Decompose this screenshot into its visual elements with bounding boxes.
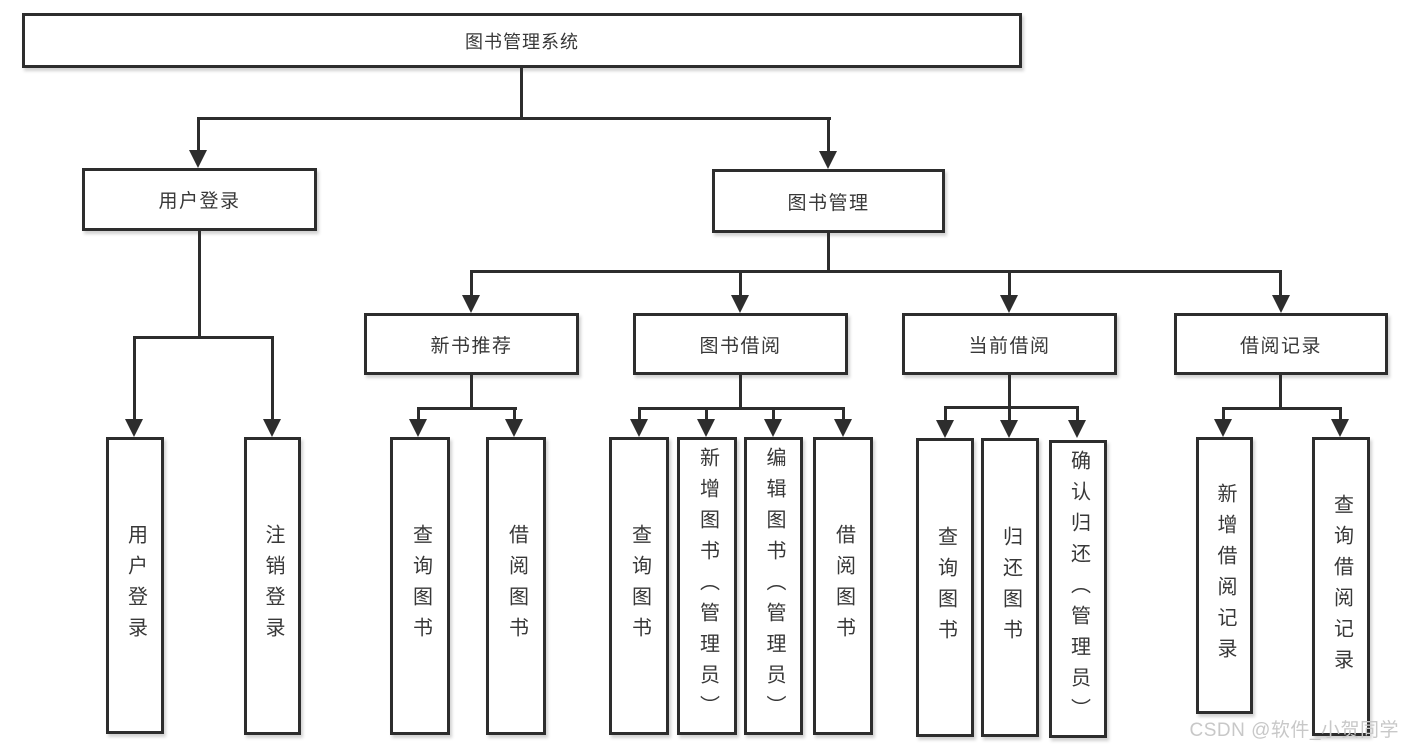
node-borrowing-records-label: 借阅记录	[1239, 335, 1322, 357]
connector-stem-current-borrowing	[1008, 270, 1011, 298]
connector-stem-add-borrow-record	[1222, 407, 1225, 422]
connector-stem-add-books-admin	[705, 407, 708, 422]
connector-stem-borrow-books-2	[842, 407, 845, 422]
connector-new-book-recommend-hline	[417, 407, 517, 410]
node-leaf-logout-label: 注销登录	[262, 524, 284, 648]
arrow-to-query-borrow-record-icon	[1331, 419, 1349, 437]
connector-stem-leaf-user-login	[133, 336, 136, 421]
csdn-watermark: CSDN @软件_小贺同学	[1189, 720, 1399, 741]
connector-stem-user-login	[197, 117, 200, 152]
node-root-label: 图书管理系统	[465, 31, 579, 52]
connector-new-book-recommend-stem	[470, 375, 473, 410]
node-borrowing-records: 借阅记录	[1174, 313, 1388, 375]
node-leaf-borrow-books-1-label: 借阅图书	[505, 524, 528, 648]
arrow-to-confirm-return-admin-icon	[1068, 420, 1086, 438]
node-leaf-query-borrow-record: 查询借阅记录	[1312, 437, 1370, 736]
node-leaf-logout: 注销登录	[244, 437, 301, 735]
node-leaf-edit-books-admin-label: 编辑图书（管理员）	[763, 446, 785, 726]
node-current-borrowing: 当前借阅	[902, 313, 1117, 375]
node-leaf-add-books-admin-label: 新增图书（管理员）	[696, 446, 719, 726]
node-leaf-borrow-books-2: 借阅图书	[813, 437, 873, 735]
connector-stem-confirm-return-admin	[1076, 406, 1079, 422]
connector-book-management-stem	[827, 233, 830, 273]
connector-user-login-stem	[198, 230, 201, 339]
arrow-to-query-books-3-icon	[936, 420, 954, 438]
node-leaf-add-books-admin: 新增图书（管理员）	[677, 437, 737, 735]
node-leaf-return-books-label: 归还图书	[999, 525, 1022, 650]
connector-stem-borrow-books-1	[513, 407, 516, 422]
arrow-to-leaf-user-login-icon	[125, 419, 143, 437]
connector-level2-hline	[470, 270, 1282, 273]
arrow-to-borrow-books-2-icon	[834, 419, 852, 437]
arrow-to-query-books-1-icon	[409, 419, 427, 437]
node-book-borrowing: 图书借阅	[633, 313, 848, 375]
arrow-to-return-books-icon	[1000, 420, 1018, 438]
connector-borrowing-records-hline	[1222, 407, 1342, 410]
node-leaf-query-borrow-record-label: 查询借阅记录	[1330, 493, 1353, 680]
arrow-to-add-books-admin-icon	[697, 419, 715, 437]
node-leaf-query-books-3: 查询图书	[916, 438, 974, 737]
node-leaf-edit-books-admin: 编辑图书（管理员）	[744, 437, 803, 735]
connector-user-login-hline	[133, 336, 273, 339]
connector-stem-borrowing-records	[1279, 270, 1282, 298]
node-leaf-borrow-books-1: 借阅图书	[486, 437, 546, 735]
node-book-management-label: 图书管理	[787, 192, 870, 214]
node-leaf-query-books-1-label: 查询图书	[409, 524, 432, 648]
node-leaf-query-books-2-label: 查询图书	[628, 524, 651, 648]
node-book-borrowing-label: 图书借阅	[699, 335, 782, 357]
connector-stem-return-books	[1008, 406, 1011, 422]
node-leaf-query-books-2: 查询图书	[609, 437, 669, 735]
connector-stem-edit-books-admin	[772, 407, 775, 422]
arrow-to-new-book-recommend-icon	[462, 295, 480, 313]
node-leaf-borrow-books-2-label: 借阅图书	[832, 524, 855, 648]
node-leaf-add-borrow-record: 新增借阅记录	[1196, 437, 1253, 714]
connector-current-borrowing-hline	[944, 406, 1079, 409]
connector-stem-leaf-logout	[271, 336, 274, 421]
node-user-login: 用户登录	[82, 168, 317, 231]
connector-stem-query-borrow-record	[1339, 407, 1342, 422]
node-leaf-confirm-return-admin-label: 确认归还（管理员）	[1067, 449, 1090, 729]
connector-level1-hline	[197, 117, 831, 120]
node-leaf-add-borrow-record-label: 新增借阅记录	[1214, 482, 1236, 669]
arrow-to-borrowing-records-icon	[1272, 295, 1290, 313]
arrow-to-book-borrowing-icon	[731, 295, 749, 313]
arrow-to-query-books-2-icon	[630, 419, 648, 437]
arrow-to-current-borrowing-icon	[1000, 295, 1018, 313]
connector-stem-new-book-recommend	[470, 270, 473, 298]
node-leaf-query-books-1: 查询图书	[390, 437, 450, 735]
connector-stem-book-borrowing	[739, 270, 742, 298]
node-leaf-user-login-label: 用户登录	[124, 523, 147, 648]
node-root: 图书管理系统	[22, 13, 1022, 68]
node-new-book-recommend-label: 新书推荐	[430, 335, 513, 357]
connector-current-borrowing-stem	[1008, 375, 1011, 409]
connector-book-borrowing-stem	[739, 375, 742, 410]
connector-stem-query-books-3	[944, 406, 947, 422]
arrow-to-borrow-books-1-icon	[505, 419, 523, 437]
node-user-login-label: 用户登录	[158, 191, 241, 212]
connector-book-borrowing-hline	[638, 407, 845, 410]
arrow-to-add-borrow-record-icon	[1214, 419, 1232, 437]
arrow-to-edit-books-admin-icon	[764, 419, 782, 437]
node-leaf-return-books: 归还图书	[981, 438, 1039, 737]
node-leaf-confirm-return-admin: 确认归还（管理员）	[1049, 440, 1107, 738]
arrow-to-leaf-logout-icon	[263, 419, 281, 437]
node-leaf-user-login: 用户登录	[106, 437, 164, 734]
node-new-book-recommend: 新书推荐	[364, 313, 579, 375]
connector-stem-query-books-1	[417, 407, 420, 422]
connector-borrowing-records-stem	[1279, 375, 1282, 410]
arrow-to-user-login-icon	[189, 150, 207, 168]
connector-root-stem	[520, 66, 523, 119]
node-book-management: 图书管理	[712, 169, 945, 233]
connector-stem-query-books-2	[638, 407, 641, 422]
arrow-to-book-management-icon	[819, 151, 837, 169]
node-leaf-query-books-3-label: 查询图书	[934, 525, 957, 650]
node-current-borrowing-label: 当前借阅	[968, 335, 1051, 357]
connector-stem-book-management	[827, 117, 830, 152]
